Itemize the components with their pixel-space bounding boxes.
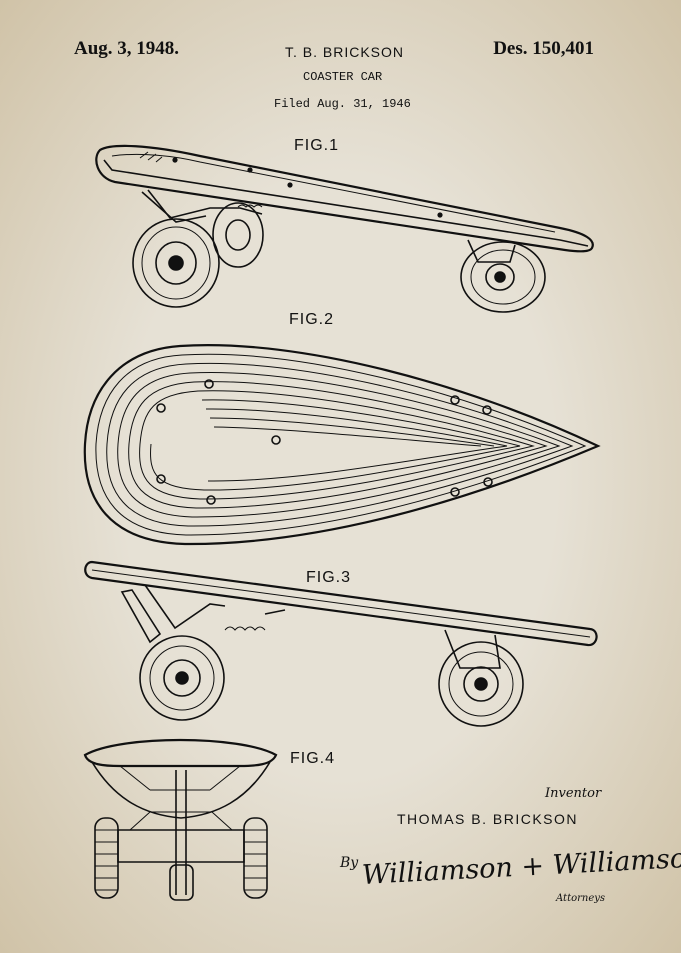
figure-label-1: FIG.1 bbox=[294, 137, 340, 154]
figure-label-4: FIG.4 bbox=[290, 750, 336, 767]
fig3-side-view-drawing bbox=[84, 560, 598, 727]
fig4-front-view-drawing bbox=[83, 738, 278, 901]
inventor-name: THOMAS B. BRICKSON bbox=[397, 811, 579, 827]
fig1-skateboard-drawing bbox=[95, 144, 594, 313]
inventor-label: Inventor bbox=[545, 786, 602, 801]
fig2-deck-top-drawing bbox=[83, 344, 601, 546]
figure-label-3: FIG.3 bbox=[306, 569, 352, 586]
design-number: Des. 150,401 bbox=[493, 38, 594, 59]
filed-date: Filed Aug. 31, 1946 bbox=[274, 97, 411, 111]
inventor-header: T. B. BRICKSON bbox=[285, 44, 405, 60]
figure-label-2: FIG.2 bbox=[289, 311, 335, 328]
attorneys-label: Attorneys bbox=[556, 893, 606, 904]
patent-title: COASTER CAR bbox=[303, 70, 383, 84]
by-label: By bbox=[340, 855, 359, 871]
patent-date: Aug. 3, 1948. bbox=[74, 38, 180, 59]
